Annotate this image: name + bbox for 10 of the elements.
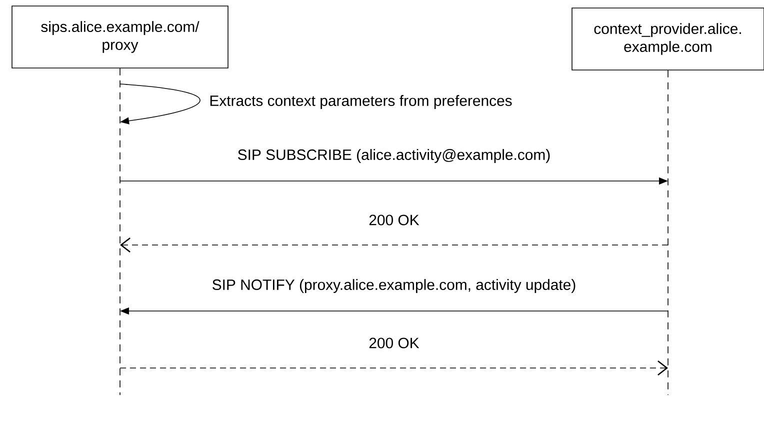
self-message-arrow	[120, 84, 200, 124]
message-arrow	[120, 360, 668, 376]
edge-label: Extracts context parameters from preferences	[210, 95, 512, 109]
edge-label: 200 OK	[369, 338, 420, 348]
participant-box: context_provider.alice. example.com	[572, 8, 764, 70]
edge-label: 200 OK	[369, 214, 420, 226]
edge-label: SIP NOTIFY (proxy.alice.example.com, activity update)	[212, 279, 576, 293]
edge-label: SIP SUBSCRIBE (alice.activity@example.com)	[238, 149, 550, 163]
message-arrow	[120, 238, 668, 253]
participant-box: sips.alice.example.com/ proxy	[12, 6, 228, 68]
